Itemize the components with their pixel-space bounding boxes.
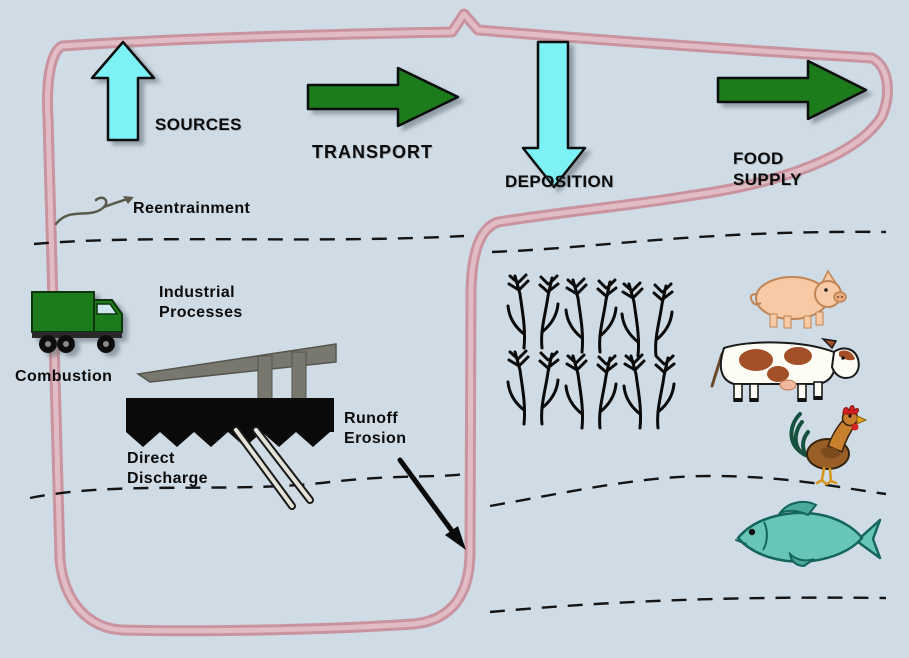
transport-right-arrow-shape <box>306 66 460 128</box>
stage-label-sources: SOURCES <box>155 115 242 134</box>
runoff-arrow-icon <box>397 457 466 550</box>
deposition-down-arrow-shape <box>521 40 587 189</box>
discharge-pipes-icon <box>232 426 314 510</box>
food-supply-right-arrow-icon <box>716 59 868 121</box>
cow-icon <box>710 337 860 402</box>
label-combustion: Combustion <box>15 368 113 385</box>
stage-label-food-supply: FOOD SUPPLY <box>733 149 802 189</box>
wheat-icon <box>506 273 676 430</box>
label-reentrainment: Reentrainment <box>133 200 251 217</box>
food-supply-right-arrow-shape <box>716 59 868 121</box>
sources-up-arrow-icon <box>90 40 156 142</box>
label-industrial-processes: Industrial Processes <box>159 284 243 321</box>
stage-label-deposition: DEPOSITION <box>505 172 614 191</box>
label-runoff-erosion: Runoff Erosion <box>344 410 407 447</box>
rooster-icon <box>789 405 868 486</box>
fish-icon <box>735 500 882 568</box>
factory-icon <box>126 343 337 447</box>
stage-label-transport: TRANSPORT <box>312 142 433 162</box>
cycle-loop-outline <box>42 8 893 637</box>
truck-icon <box>31 291 123 353</box>
sources-up-arrow-shape <box>90 40 156 142</box>
deposition-down-arrow-icon <box>521 40 587 189</box>
transport-right-arrow-icon <box>306 66 460 128</box>
pig-icon <box>749 269 847 329</box>
reentrainment-swirl-icon <box>54 196 134 226</box>
label-direct-discharge: Direct Discharge <box>127 450 208 487</box>
